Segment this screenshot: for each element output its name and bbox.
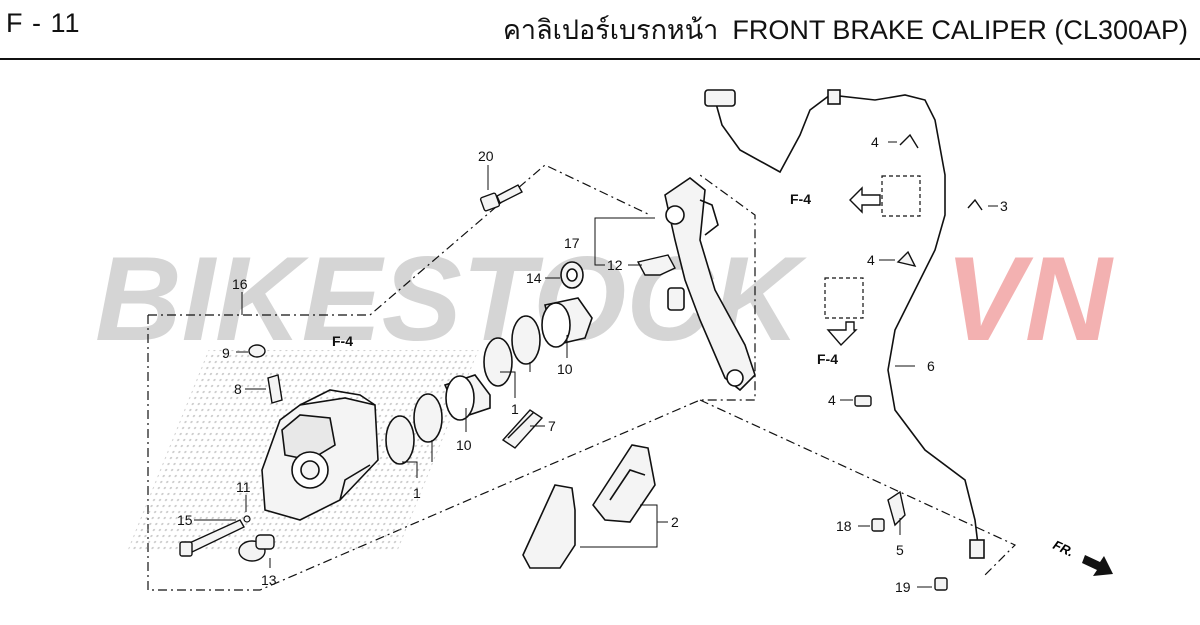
callout-4-mid: 4 <box>867 252 875 268</box>
callout-11: 11 <box>236 479 251 495</box>
callout-19: 19 <box>895 579 911 595</box>
callout-4-top: 4 <box>871 134 879 150</box>
callout-1-left: 1 <box>413 485 421 501</box>
callout-13: 13 <box>261 572 277 588</box>
brake-pads <box>522 444 656 569</box>
ref-box-lower <box>824 277 864 319</box>
front-direction-indicator: FR. <box>1051 537 1113 576</box>
bleed-valve <box>267 374 283 404</box>
page-header: F - 11 คาลิเปอร์เบรกหน้า FRONT BRAKE CALI… <box>0 0 1200 60</box>
o-ring <box>243 515 251 523</box>
caliper-body <box>261 389 379 521</box>
callout-16: 16 <box>232 276 248 292</box>
piston-right <box>483 297 593 387</box>
caliper-assembly-boundary <box>147 164 1017 591</box>
watermark-text-red: VN <box>945 232 1114 366</box>
figure-title-english: FRONT BRAKE CALIPER (CL300AP) <box>732 15 1188 45</box>
pad-spring <box>501 409 544 449</box>
callout-9: 9 <box>222 345 230 361</box>
figure-title: คาลิเปอร์เบรกหน้า FRONT BRAKE CALIPER (CL… <box>503 8 1188 51</box>
callout-2: 2 <box>671 514 679 530</box>
callout-12: 12 <box>607 257 623 273</box>
ref-f4-lower: F-4 <box>817 351 838 367</box>
bleed-cap <box>248 344 266 358</box>
pin-bolt <box>179 519 245 557</box>
ref-arrow-down-icon <box>826 321 858 347</box>
callout-6: 6 <box>927 358 935 374</box>
callout-5: 5 <box>896 542 904 558</box>
callout-3: 3 <box>1000 198 1008 214</box>
pin-plug <box>238 534 275 562</box>
callout-17: 17 <box>564 235 580 251</box>
callout-1-right: 1 <box>511 401 519 417</box>
callout-10-right: 10 <box>557 361 573 377</box>
front-arrow-icon <box>1082 555 1113 576</box>
header-divider <box>0 58 1200 60</box>
cross-references: F-4 F-4 F-4 <box>332 191 838 367</box>
callout-20: 20 <box>478 148 494 164</box>
callout-10-left: 10 <box>456 437 472 453</box>
callout-14: 14 <box>526 270 542 286</box>
callout-4-low: 4 <box>828 392 836 408</box>
ref-arrow-left-icon <box>849 186 881 214</box>
caliper-bracket <box>664 177 756 392</box>
mounting-bolt <box>479 184 523 212</box>
callout-8: 8 <box>234 381 242 397</box>
callout-15: 15 <box>177 512 193 528</box>
speed-sensor-harness <box>704 89 985 559</box>
harness-clamps <box>854 133 983 591</box>
figure-code: F - 11 <box>6 8 81 38</box>
callout-7: 7 <box>548 418 556 434</box>
pad-retainer <box>636 254 676 276</box>
callout-numbers: 20 17 12 14 16 9 8 10 10 1 1 7 11 15 13 … <box>177 134 1008 595</box>
ref-f4-upper: F-4 <box>790 191 811 207</box>
boot <box>560 261 584 289</box>
piston-left <box>385 374 491 465</box>
watermark: BIKESTOCK VN <box>95 232 1114 366</box>
front-label: FR. <box>1051 537 1076 559</box>
callout-18: 18 <box>836 518 852 534</box>
ref-box-upper <box>881 175 921 217</box>
leader-lines <box>194 141 998 588</box>
ref-f4-caliper: F-4 <box>332 333 353 349</box>
figure-title-thai: คาลิเปอร์เบรกหน้า <box>502 15 719 45</box>
